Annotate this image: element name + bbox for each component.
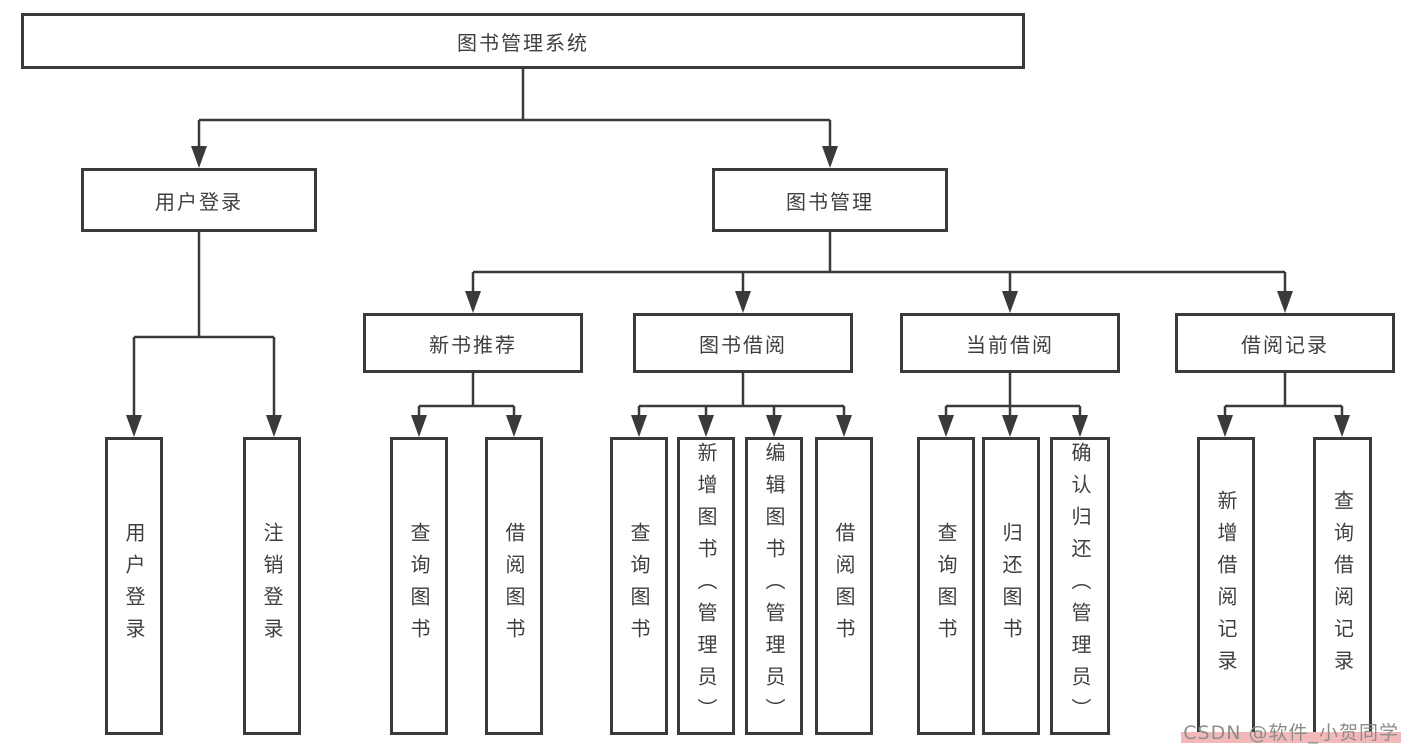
node-label: 借阅图书 (502, 522, 526, 650)
node-book-borrow: 图书借阅 (633, 313, 853, 373)
leaf-query-books: 查询图书 (390, 437, 448, 735)
node-label: 确认归还（管理员） (1068, 442, 1092, 730)
node-label: 查询图书 (934, 522, 958, 650)
node-user-login: 用户登录 (81, 168, 317, 232)
node-label: 新增借阅记录 (1214, 490, 1238, 682)
leaf-add-books-admin: 新增图书（管理员） (677, 437, 735, 735)
node-label: 图书借阅 (699, 332, 787, 357)
node-new-book-recommend: 新书推荐 (363, 313, 583, 373)
node-library-system: 图书管理系统 (21, 13, 1025, 69)
leaf-logout: 注销登录 (243, 437, 301, 735)
node-label: 新增图书（管理员） (694, 442, 718, 730)
node-label: 用户登录 (155, 189, 243, 214)
leaf-query-books: 查询图书 (610, 437, 668, 735)
leaf-return-books: 归还图书 (982, 437, 1040, 735)
leaf-edit-books-admin: 编辑图书（管理员） (745, 437, 803, 735)
node-label: 当前借阅 (966, 332, 1054, 357)
node-label: 借阅记录 (1241, 332, 1329, 357)
leaf-confirm-return-admin: 确认归还（管理员） (1050, 437, 1110, 735)
node-label: 编辑图书（管理员） (762, 442, 786, 730)
node-current-borrow: 当前借阅 (900, 313, 1120, 373)
node-label: 新书推荐 (429, 332, 517, 357)
node-label: 查询借阅记录 (1330, 490, 1355, 682)
node-label: 归还图书 (999, 522, 1023, 650)
node-borrow-records: 借阅记录 (1175, 313, 1395, 373)
node-label: 注销登录 (260, 522, 284, 650)
leaf-borrow-books: 借阅图书 (815, 437, 873, 735)
node-book-management: 图书管理 (712, 168, 948, 232)
leaf-borrow-books: 借阅图书 (485, 437, 543, 735)
node-label: 图书管理系统 (457, 30, 589, 55)
node-label: 查询图书 (627, 522, 651, 650)
node-label: 查询图书 (407, 522, 431, 650)
leaf-user-login: 用户登录 (105, 437, 163, 735)
node-label: 图书管理 (786, 189, 874, 214)
csdn-watermark: CSDN @软件_小贺同学 (1181, 718, 1401, 745)
node-label: 用户登录 (122, 522, 146, 650)
leaf-query-borrow-record: 查询借阅记录 (1313, 437, 1372, 735)
leaf-query-books: 查询图书 (917, 437, 975, 735)
arrowheads (126, 146, 1350, 437)
node-label: 借阅图书 (832, 522, 856, 650)
leaf-add-borrow-record: 新增借阅记录 (1197, 437, 1255, 735)
